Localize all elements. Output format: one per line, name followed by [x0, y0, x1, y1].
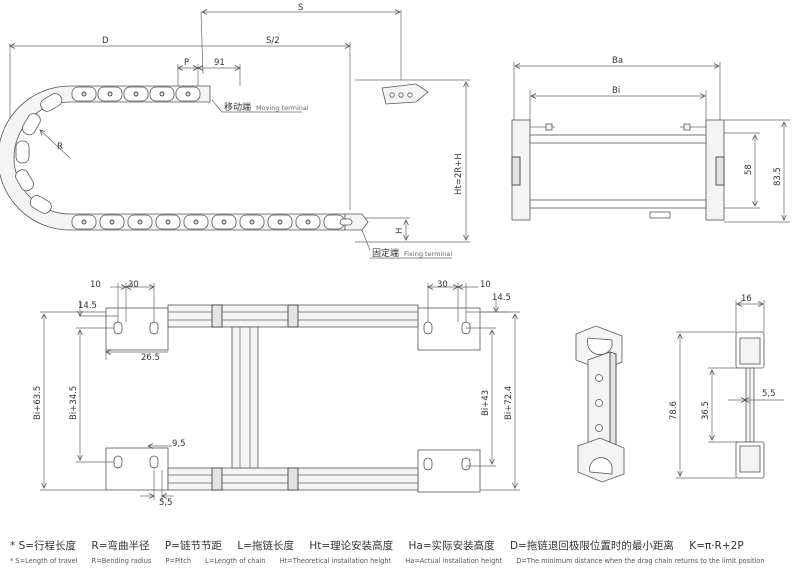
- cross-section-view: Ba Bi 58 83.5: [511, 56, 790, 223]
- fixing-terminal-en: Fixing terminal: [404, 250, 452, 258]
- dim-Bi-34-5: Bi+34.5: [69, 386, 79, 420]
- dim-Bi-72-4: Bi+72.4: [504, 386, 514, 420]
- legend-cn-K: K=π·R+2P: [689, 540, 744, 552]
- moving-terminal-cn: 移动端: [224, 101, 251, 113]
- dim-83-5: 83.5: [773, 167, 783, 186]
- dim-26-5: 26.5: [141, 353, 160, 363]
- legend-cn-S: * S=行程长度: [10, 540, 77, 552]
- bracket-side-view: 16 5,5 36.5 78.6: [669, 294, 784, 479]
- legend-cn-D: D=拖链退回极限位置时的最小距离: [509, 540, 674, 552]
- dim-58: 58: [744, 164, 754, 175]
- technical-drawing: S D S/2 P 91 Ht=2R+H H: [0, 3, 790, 508]
- legend-cn-L: L=拖链长度: [237, 540, 294, 552]
- dim-Ht: Ht=2R+H: [454, 153, 464, 195]
- legend-en-D: D=The minimum distance when the drag cha…: [516, 557, 765, 565]
- legend-cn-R: R=弯曲半径: [91, 540, 150, 552]
- dim-9-5: 9,5: [172, 439, 186, 449]
- dim-P: P: [184, 58, 189, 68]
- dim-36-5: 36.5: [701, 401, 711, 420]
- dim-S-half: S/2: [266, 36, 280, 46]
- dim-16: 16: [741, 294, 752, 304]
- dim-91: 91: [214, 58, 225, 68]
- dim-R: R: [57, 142, 63, 152]
- legend-cn-Ha: Ha=实际安装高度: [408, 540, 495, 552]
- chain-side-view: S D S/2 P 91 Ht=2R+H H: [0, 3, 470, 259]
- legend: * S=行程长度 R=弯曲半径 P=链节节距 L=拖链长度 Ht=理论安装高度 …: [10, 538, 795, 565]
- legend-en-Ht: Ht=Theoretical installation height: [279, 557, 392, 565]
- legend-en-L: L=Length of chain: [205, 557, 266, 565]
- legend-en-line: * S=Length of travel R=Bending radius P=…: [10, 557, 795, 565]
- plan-view: 10 30 14.5 26.5 30 10 14.5 Bi+63.5 Bi+34…: [33, 280, 520, 508]
- dim-D: D: [102, 36, 109, 46]
- bracket-isometric: [575, 325, 625, 483]
- legend-en-S: * S=Length of travel: [10, 557, 78, 565]
- dim-30-right: 30: [437, 280, 448, 290]
- dim-H: H: [395, 228, 405, 234]
- dim-S: S: [298, 3, 303, 13]
- dim-Bi-43: Bi+43: [481, 390, 491, 416]
- dim-30-left: 30: [128, 280, 139, 290]
- legend-cn-line: * S=行程长度 R=弯曲半径 P=链节节距 L=拖链长度 Ht=理论安装高度 …: [10, 538, 795, 553]
- dim-10-right: 10: [480, 280, 491, 290]
- dim-Ba: Ba: [612, 56, 623, 66]
- moving-terminal-en: Moving terminal: [256, 104, 309, 112]
- legend-en-P: P=Pitch: [165, 557, 192, 565]
- dim-78-6: 78.6: [669, 401, 679, 420]
- bend-links: [15, 93, 63, 214]
- fixing-terminal-cn: 固定端: [372, 247, 399, 259]
- dim-14-5-left: 14.5: [78, 301, 97, 311]
- dim-5-5-plan: 5,5: [159, 498, 173, 508]
- dim-Bi-63-5: Bi+63.5: [33, 386, 43, 420]
- lower-links: [71, 214, 345, 230]
- legend-cn-Ht: Ht=理论安装高度: [309, 540, 394, 552]
- legend-en-Ha: Ha=Actual installation height: [405, 557, 503, 565]
- dim-5-5-side: 5,5: [762, 389, 776, 399]
- dim-14-5-right: 14.5: [492, 293, 511, 303]
- dim-Bi: Bi: [612, 86, 620, 96]
- upper-links: [71, 86, 201, 102]
- legend-cn-P: P=链节节距: [164, 540, 222, 552]
- legend-en-R: R=Bending radius: [91, 557, 152, 565]
- dim-10-left: 10: [90, 280, 101, 290]
